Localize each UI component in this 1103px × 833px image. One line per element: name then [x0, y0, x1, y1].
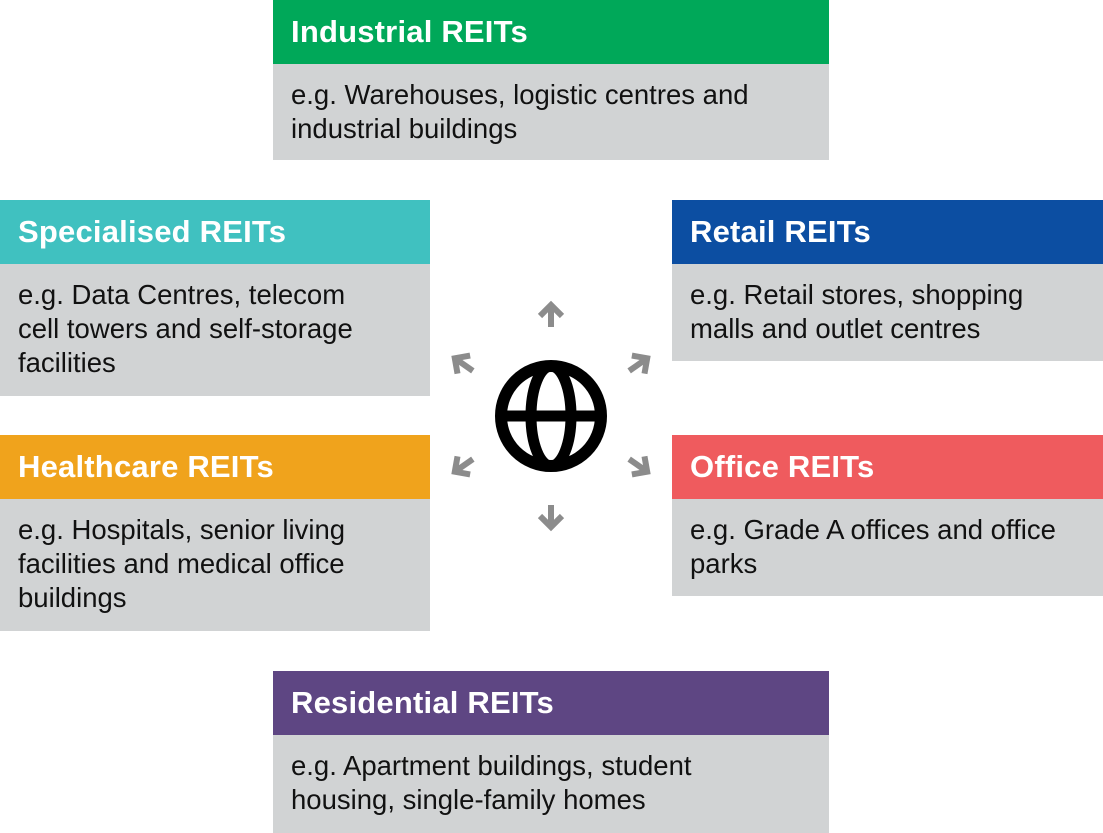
description-line: malls and outlet centres — [690, 313, 981, 344]
hub-diagram — [451, 300, 651, 532]
description-line: e.g. Apartment buildings, student — [291, 750, 692, 781]
card-office-reits: Office REITs e.g. Grade A offices and of… — [672, 435, 1103, 596]
card-header-specialised: Specialised REITs — [0, 200, 430, 264]
card-title-industrial: Industrial REITs — [291, 14, 528, 49]
arrows-group — [451, 300, 651, 532]
description-line: facilities and medical office — [18, 548, 345, 579]
description-line: e.g. Warehouses, logistic centres and — [291, 79, 749, 110]
arrow-up-right-icon — [627, 352, 651, 375]
card-header-retail: Retail REITs — [672, 200, 1103, 264]
card-specialised-reits: Specialised REITs e.g. Data Centres, tel… — [0, 200, 430, 396]
card-description-residential: e.g. Apartment buildings, student housin… — [273, 735, 829, 829]
globe-icon — [495, 360, 607, 472]
description-line: buildings — [18, 582, 127, 613]
description-line: e.g. Data Centres, telecom — [18, 279, 346, 310]
description-line: e.g. Grade A offices and office — [690, 514, 1056, 545]
description-line: housing, single-family homes — [291, 784, 646, 815]
card-description-healthcare: e.g. Hospitals, senior living facilities… — [0, 499, 430, 627]
card-title-residential: Residential REITs — [291, 685, 554, 720]
arrow-up-icon — [537, 300, 565, 327]
card-retail-reits: Retail REITs e.g. Retail stores, shoppin… — [672, 200, 1103, 361]
card-description-retail: e.g. Retail stores, shopping malls and o… — [672, 264, 1103, 358]
card-title-specialised: Specialised REITs — [18, 214, 287, 249]
description-line: cell towers and self-storage — [18, 313, 353, 344]
description-line: e.g. Hospitals, senior living — [18, 514, 346, 545]
card-title-retail: Retail REITs — [690, 214, 871, 249]
card-title-office: Office REITs — [690, 449, 875, 484]
description-line: industrial buildings — [291, 113, 518, 144]
card-header-healthcare: Healthcare REITs — [0, 435, 430, 499]
card-header-residential: Residential REITs — [273, 671, 829, 735]
arrow-down-right-icon — [627, 455, 651, 478]
arrow-down-left-icon — [451, 455, 475, 478]
description-line: e.g. Retail stores, shopping — [690, 279, 1024, 310]
card-header-office: Office REITs — [672, 435, 1103, 499]
card-healthcare-reits: Healthcare REITs e.g. Hospitals, senior … — [0, 435, 430, 631]
description-line: facilities — [18, 347, 116, 378]
card-industrial-reits: Industrial REITs e.g. Warehouses, logist… — [273, 0, 829, 160]
card-title-healthcare: Healthcare REITs — [18, 449, 274, 484]
description-line: parks — [690, 548, 758, 579]
arrow-up-left-icon — [451, 352, 475, 375]
card-header-industrial: Industrial REITs — [273, 0, 829, 64]
card-description-industrial: e.g. Warehouses, logistic centres and in… — [273, 64, 829, 158]
card-description-specialised: e.g. Data Centres, telecom cell towers a… — [0, 264, 430, 392]
card-residential-reits: Residential REITs e.g. Apartment buildin… — [273, 671, 829, 833]
card-description-office: e.g. Grade A offices and office parks — [672, 499, 1103, 593]
arrow-down-icon — [537, 505, 565, 532]
